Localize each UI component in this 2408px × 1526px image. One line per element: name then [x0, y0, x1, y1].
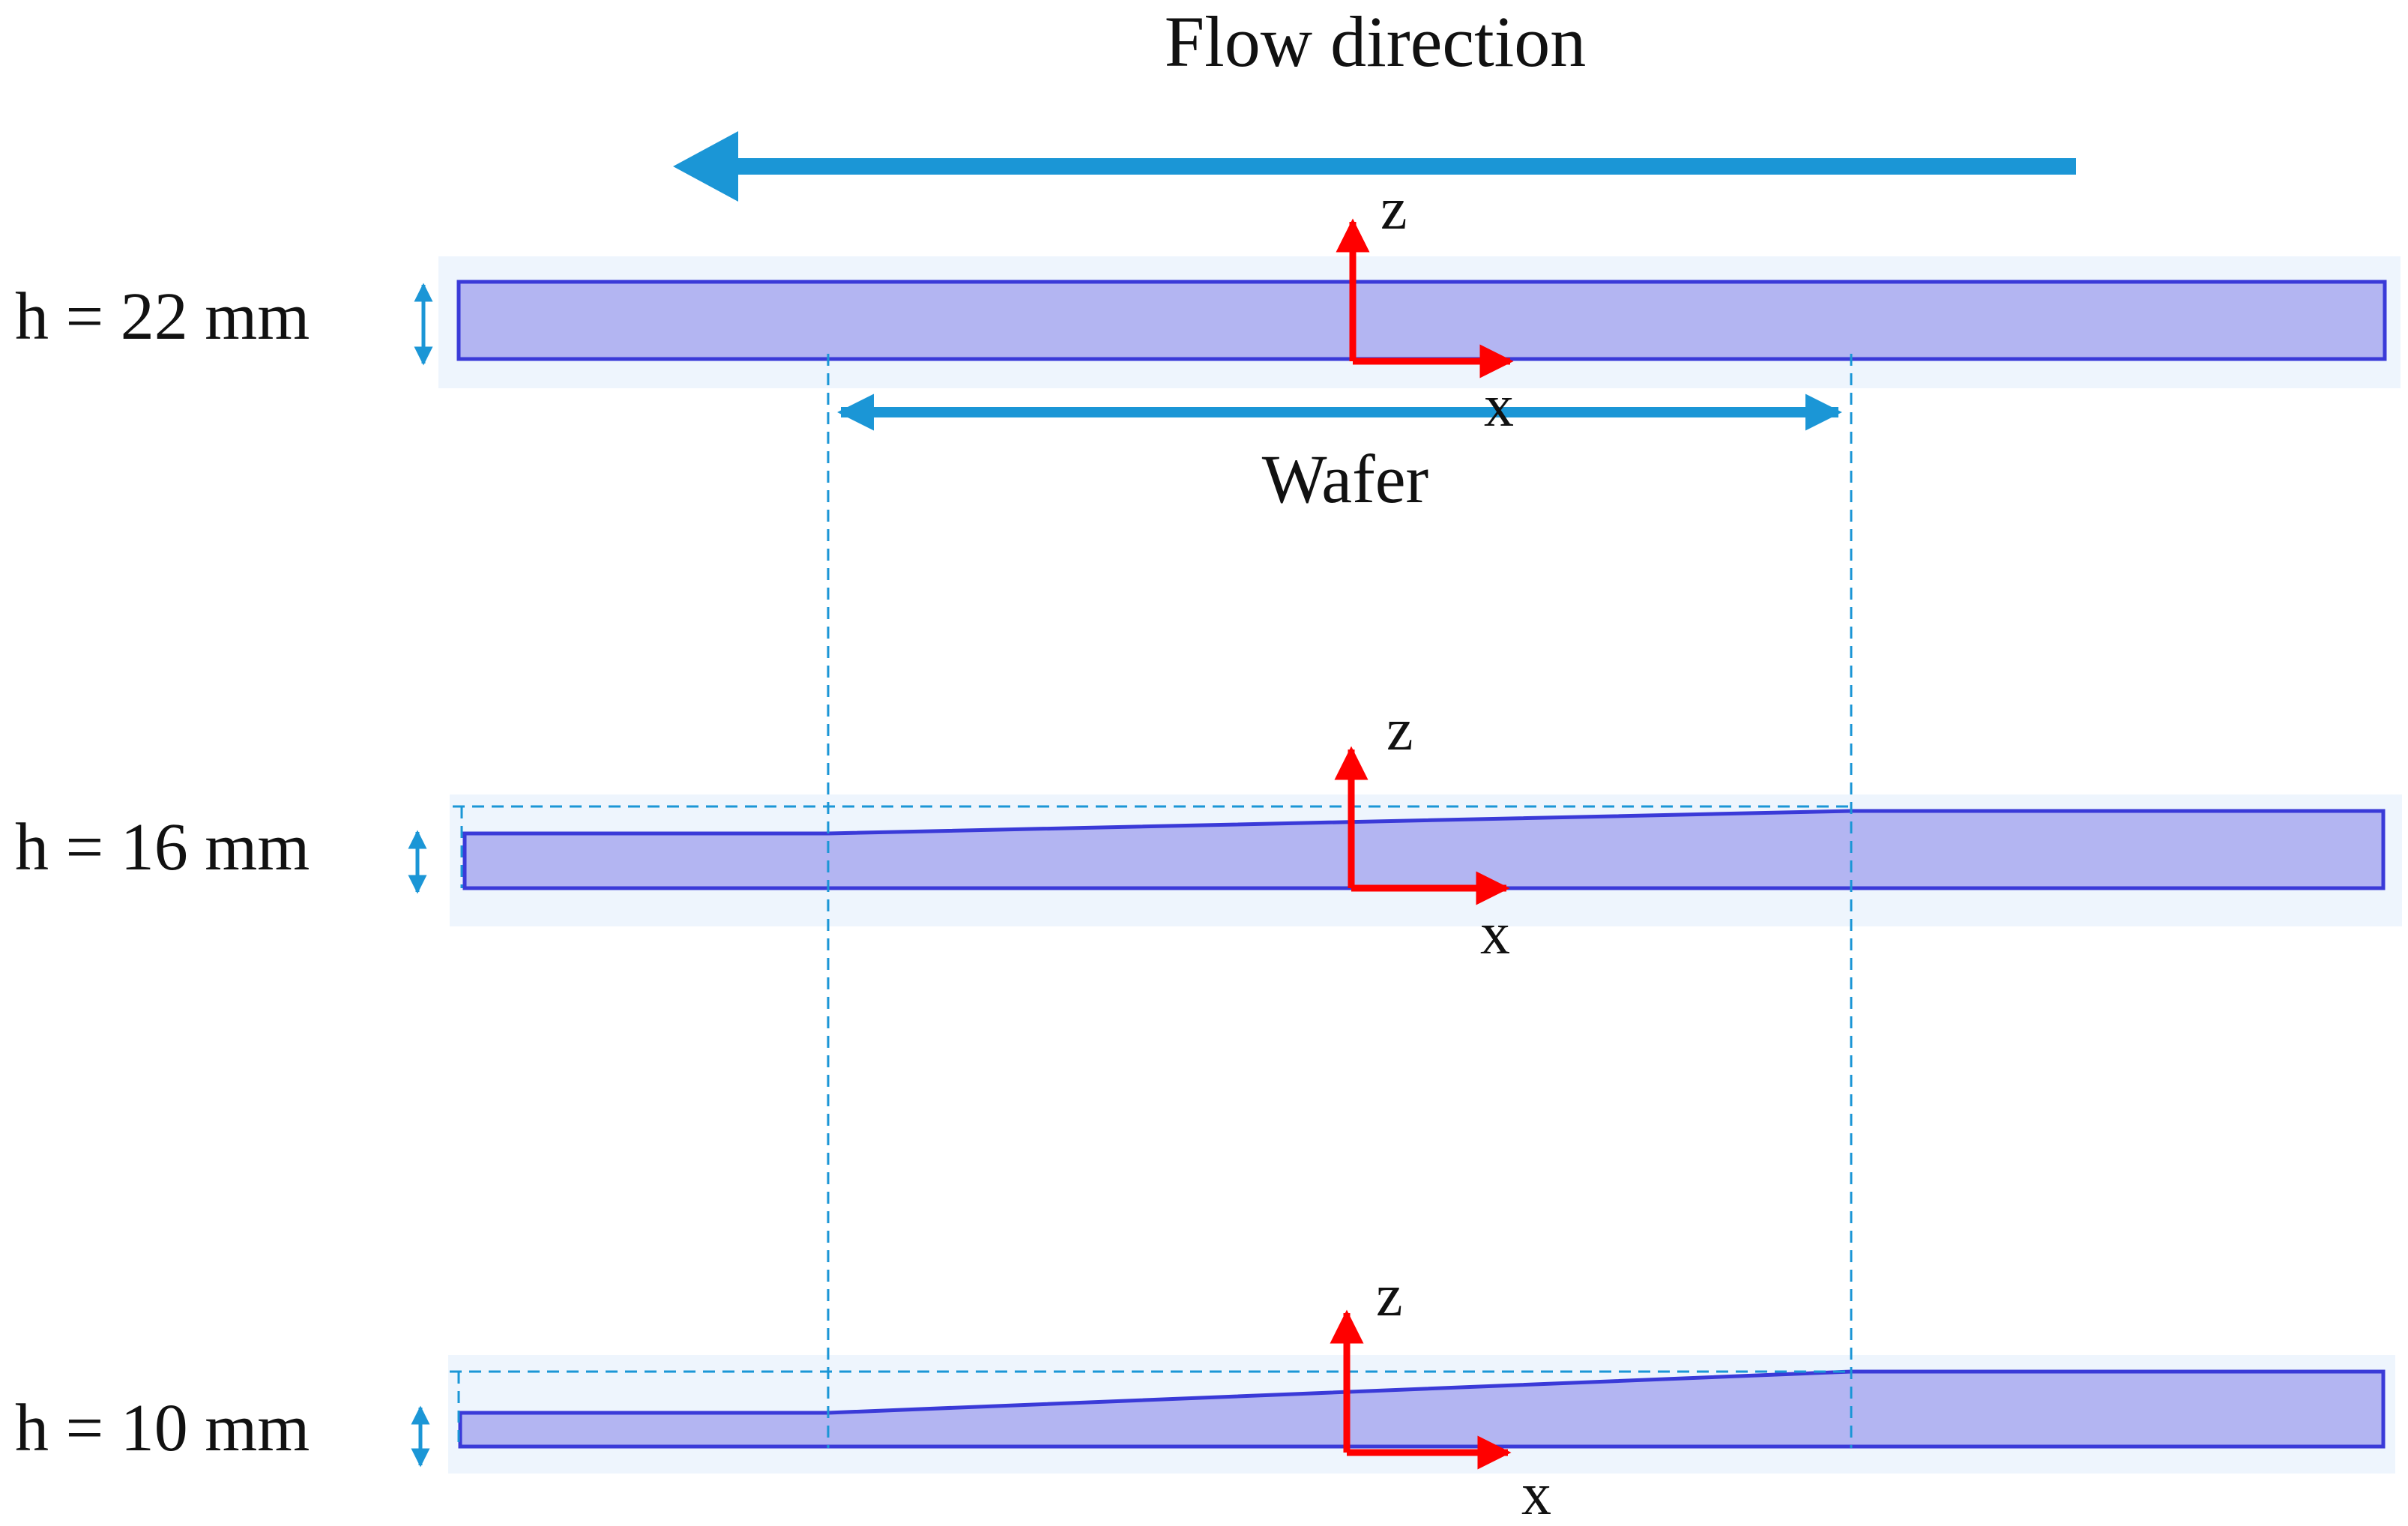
height-label-2: h = 16 mm	[15, 810, 310, 884]
height-label-1: h = 22 mm	[15, 280, 310, 354]
x-axis-label-3: x	[1521, 1462, 1551, 1526]
flow-arrow	[673, 131, 2076, 202]
height-label-3: h = 10 mm	[15, 1391, 310, 1465]
x-axis-label-1: x	[1484, 373, 1514, 439]
coordinate-axes-3: z x	[1330, 1263, 1551, 1526]
z-axis-label-2: z	[1386, 697, 1413, 763]
wafer-label: Wafer	[1262, 441, 1428, 517]
x-axis-label-2: x	[1480, 901, 1510, 967]
coordinate-axes-2: z x	[1334, 697, 1510, 967]
coordinate-axes-1: z x	[1336, 176, 1514, 439]
channel-body-1	[456, 280, 2387, 361]
flow-direction-label: Flow direction	[1165, 1, 1587, 82]
z-axis-label-3: z	[1376, 1263, 1403, 1329]
z-axis-label-1: z	[1380, 176, 1407, 242]
